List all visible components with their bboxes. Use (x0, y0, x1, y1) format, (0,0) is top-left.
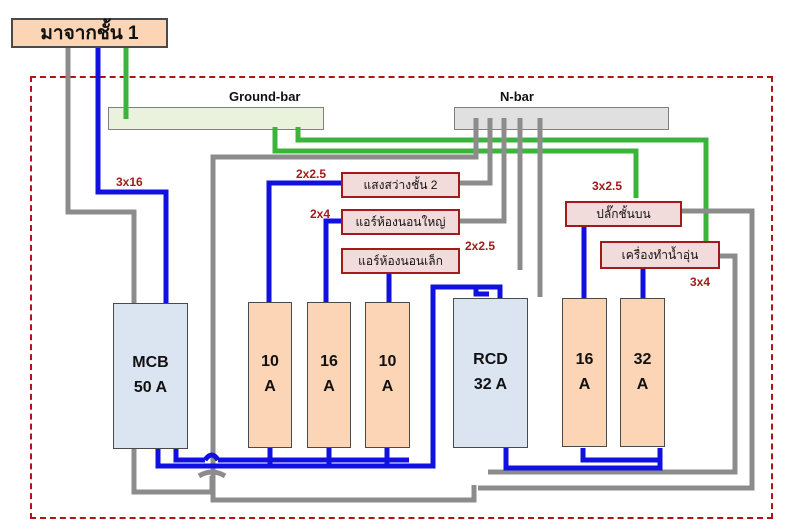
phase-wire-rcd-in (409, 284, 503, 469)
source-label: มาจากชั้น 1 (11, 18, 168, 48)
ground-wire-socket (272, 127, 639, 198)
wire-crossover-hop-2 (197, 469, 227, 479)
circuit-label-heater: เครื่องทำน้ำอุ่น (600, 241, 720, 269)
wire-size-ac-small: 2x2.5 (465, 239, 496, 253)
phase-wires (95, 48, 663, 471)
phase-wire-rcd-loop (473, 286, 489, 297)
breaker-unit: A (264, 378, 276, 395)
phase-wire-rcd-out-2 (580, 448, 660, 463)
ground-bar (108, 107, 324, 130)
phase-wire-ac-master (323, 218, 341, 303)
breaker-rating: 32 (633, 350, 652, 368)
rcd-breaker: RCD 32 A (453, 298, 528, 448)
wire-size-socket: 3x2.5 (592, 179, 623, 193)
breaker-unit: A (636, 375, 649, 393)
neutral-bar (454, 107, 669, 130)
neutral-wire-lighting (460, 118, 493, 186)
ground-bar-label: Ground-bar (229, 89, 301, 104)
distribution-board-enclosure (30, 76, 773, 519)
circuit-label-ac-small: แอร์ห้องนอนเล็ก (341, 248, 460, 274)
wire-crossover-hop (202, 452, 221, 462)
wire-size-lighting: 2x2.5 (296, 167, 327, 181)
neutral-wire-heater (488, 253, 738, 475)
mcb-rating: 50 A (133, 379, 168, 396)
phase-busbar-wire (155, 448, 409, 469)
circuit-label-socket: ปลั๊กชั้นบน (565, 201, 682, 227)
rcd-rating: 32 A (473, 376, 508, 393)
breaker-rating: 16 (575, 350, 594, 368)
neutral-wire-main (210, 118, 479, 503)
neutral-wire-socket (478, 208, 755, 491)
circuit-label-lighting: แสงสว่างชั้น 2 (341, 172, 460, 198)
wire-size-ac-master: 2x4 (310, 207, 331, 221)
mcb-type: MCB (132, 354, 169, 372)
phase-busbar-link (173, 448, 205, 463)
n-bar-label: N-bar (500, 89, 534, 104)
breaker-rating: 16 (320, 353, 338, 371)
phase-wire-lighting (266, 180, 341, 303)
neutral-wires (65, 48, 755, 503)
wire-size-heater: 3x4 (690, 275, 711, 289)
breaker-rating: 10 (378, 353, 397, 371)
phase-feeder-wire (95, 48, 169, 303)
rcd-type: RCD (473, 351, 508, 369)
breaker-rating: 10 (261, 353, 279, 371)
neutral-wire-ac-master (460, 118, 507, 224)
breaker-unit: A (323, 378, 335, 395)
feeder-wire-size: 3x16 (116, 175, 143, 189)
breaker-unit: A (578, 375, 591, 393)
circuit-label-ac-master: แอร์ห้องนอนใหญ่ (341, 209, 460, 235)
breaker-unit: A (381, 378, 394, 395)
main-breaker-mcb: MCB 50 A (113, 303, 188, 449)
